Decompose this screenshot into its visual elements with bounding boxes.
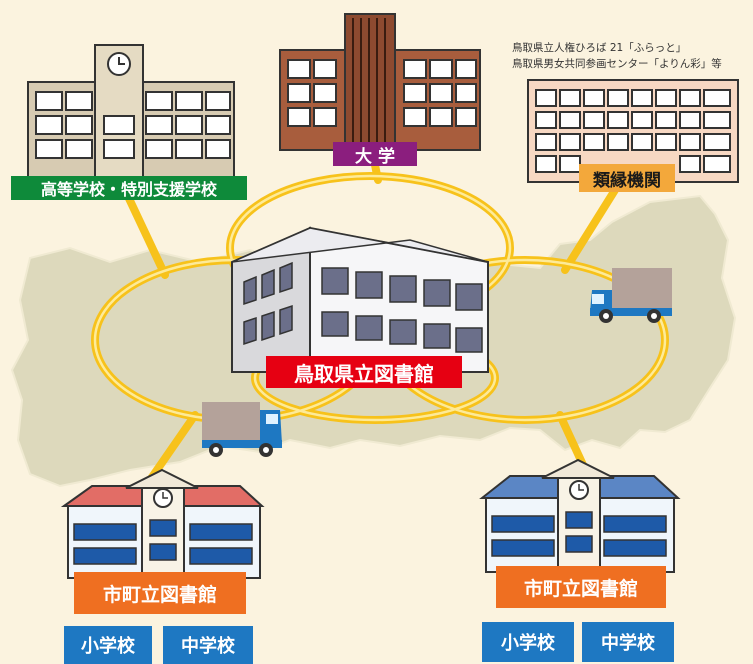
central-library-building-icon [231, 226, 489, 373]
junior-high-school-left-label: 中学校 [163, 626, 253, 664]
university-label: 大 学 [333, 142, 417, 167]
link-highschool [121, 186, 169, 279]
university-building-icon [279, 13, 481, 151]
related-institution-building-icon [527, 79, 739, 183]
related-institution-label: 類縁機関 [579, 164, 675, 192]
link-city-left [146, 411, 199, 484]
elementary-school-right-label: 小学校 [482, 622, 574, 662]
junior-high-school-right-label: 中学校 [582, 622, 674, 662]
highschool-label: 高等学校・特別支援学校 [11, 176, 247, 200]
delivery-truck-icon [590, 268, 672, 323]
delivery-truck-icon [202, 402, 282, 457]
central-library-label: 鳥取県立図書館 [266, 356, 462, 388]
elementary-school-left-label: 小学校 [64, 626, 152, 664]
link-related [561, 186, 619, 274]
related-institution-note-2: 鳥取県男女共同参画センター「よりん彩」等 [512, 58, 722, 70]
city-library-right-label: 市町立図書館 [496, 566, 666, 608]
highschool-building-icon [27, 44, 235, 181]
city-library-right-building-icon [479, 458, 681, 573]
city-library-left-label: 市町立図書館 [74, 572, 246, 614]
link-university [371, 161, 382, 184]
city-library-left-building-icon [60, 468, 265, 579]
related-institution-note-1: 鳥取県立人権ひろば 21「ふらっと」 [512, 42, 687, 54]
